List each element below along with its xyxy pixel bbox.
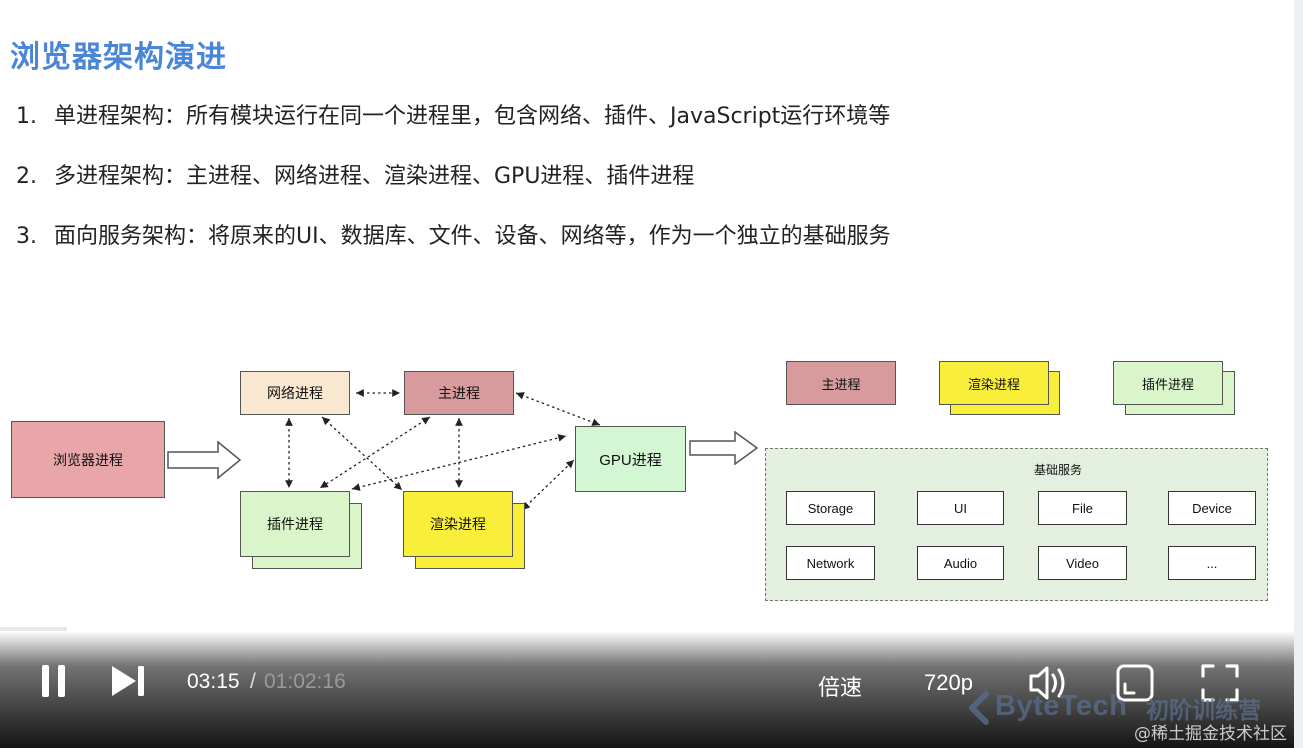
right-scroll-strip <box>1294 0 1303 748</box>
next-button[interactable] <box>104 655 152 707</box>
bullet-number: 3. <box>16 224 37 249</box>
service-network: Network <box>786 546 875 580</box>
quality-button[interactable]: 720p <box>924 670 973 695</box>
render-process-box: 渲染进程 <box>403 491 513 557</box>
bullet-2: 2. 多进程架构：主进程、网络进程、渲染进程、GPU进程、插件进程 <box>16 158 694 190</box>
network-process-box: 网络进程 <box>240 371 350 415</box>
pause-icon <box>42 665 65 697</box>
bullet-number: 2. <box>16 164 37 189</box>
bullet-3: 3. 面向服务架构：将原来的UI、数据库、文件、设备、网络等，作为一个独立的基础服… <box>16 218 891 250</box>
hollow-arrow-right <box>689 430 759 466</box>
bullet-number: 1. <box>16 104 37 129</box>
picture-in-picture-button[interactable] <box>1112 660 1158 706</box>
service-file: File <box>1038 491 1127 525</box>
next-icon <box>112 666 144 696</box>
soa-plugin-process-box: 插件进程 <box>1113 361 1223 405</box>
service-device: Device <box>1168 491 1256 525</box>
main-process-box: 主进程 <box>404 371 514 415</box>
soa-main-process-box: 主进程 <box>786 361 896 405</box>
fullscreen-button[interactable] <box>1197 660 1243 706</box>
service-video: Video <box>1038 546 1127 580</box>
service-ui: UI <box>917 491 1004 525</box>
bullet-text: 单进程架构：所有模块运行在同一个进程里，包含网络、插件、JavaScript运行… <box>54 104 891 129</box>
volume-icon <box>1029 666 1065 700</box>
bullet-text: 面向服务架构：将原来的UI、数据库、文件、设备、网络等，作为一个独立的基础服务 <box>54 224 891 249</box>
services-title: 基础服务 <box>1034 463 1083 477</box>
plugin-process-box: 插件进程 <box>240 491 350 557</box>
player-control-bar <box>0 631 1294 748</box>
service-storage: Storage <box>786 491 875 525</box>
volume-button[interactable] <box>1025 660 1071 706</box>
service-more: ... <box>1168 546 1256 580</box>
total-duration: 01:02:16 <box>264 670 346 693</box>
bullet-text: 多进程架构：主进程、网络进程、渲染进程、GPU进程、插件进程 <box>54 164 695 189</box>
browser-process-box: 浏览器进程 <box>11 421 165 498</box>
bullet-1: 1. 单进程架构：所有模块运行在同一个进程里，包含网络、插件、JavaScript… <box>16 98 890 130</box>
progress-track[interactable] <box>0 627 1294 631</box>
hollow-arrow-left <box>167 440 242 480</box>
progress-played <box>0 627 68 631</box>
juejin-watermark: @稀土掘金技术社区 <box>1134 724 1287 744</box>
time-separator: / <box>250 670 256 693</box>
current-time: 03:15 <box>187 670 240 693</box>
playback-speed-button[interactable]: 倍速 <box>818 676 863 701</box>
gpu-process-box: GPU进程 <box>575 426 686 492</box>
bytetech-logo-icon <box>969 691 989 725</box>
slide-title: 浏览器架构演进 <box>10 40 227 75</box>
service-audio: Audio <box>917 546 1004 580</box>
pause-button[interactable] <box>30 655 78 707</box>
bytetech-watermark: ByteTech <box>995 690 1128 722</box>
soa-render-process-box: 渲染进程 <box>939 361 1049 405</box>
fullscreen-icon <box>1201 664 1239 702</box>
camp-watermark: 初阶训练营 <box>1146 698 1261 724</box>
picture-in-picture-icon <box>1116 664 1154 702</box>
